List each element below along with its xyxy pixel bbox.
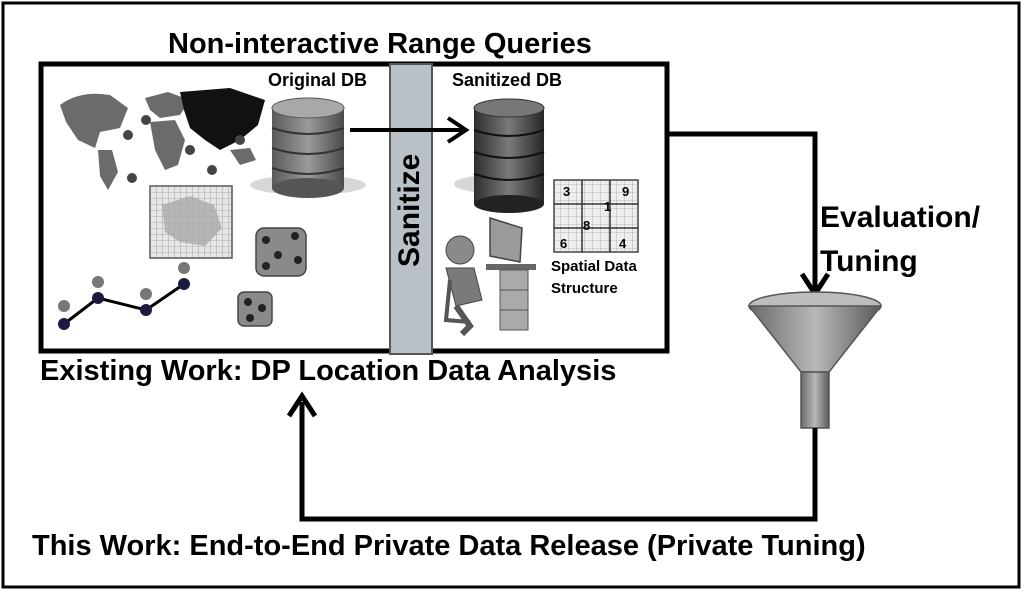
grid-number: 6 (560, 236, 568, 251)
grid-number: 4 (619, 236, 627, 251)
pin-cluster-small-icon (237, 291, 273, 327)
spatial-grid-icon (553, 179, 639, 253)
sanitized-db-icon (454, 98, 545, 213)
sanitize-bar (389, 63, 433, 355)
trajectory-icon (58, 262, 190, 330)
analyst-icon (443, 216, 536, 337)
grid-number: 9 (622, 184, 630, 199)
world-map-icon (60, 88, 265, 190)
sanitized-db-label: Sanitized DB (452, 70, 563, 90)
existing-work-label: Existing Work: DP Location Data Analysis (40, 355, 617, 387)
pin-cluster-icon (255, 227, 307, 277)
this-work-label: This Work: End-to-End Private Data Relea… (32, 530, 866, 562)
flow-arrow (350, 116, 470, 144)
grid-map-icon (149, 185, 233, 259)
original-db-icon (250, 97, 366, 198)
sanitize-label: Sanitize (393, 153, 426, 267)
funnel-icon (747, 291, 883, 429)
grid-number: 8 (583, 218, 591, 233)
evaluation-tuning-label: Evaluation/ Tuning (820, 201, 981, 278)
spatial-data-structure-label: Spatial Data Structure (551, 258, 637, 297)
evaluation-arrow (667, 131, 831, 299)
diagram-title: Non-interactive Range Queries (168, 28, 592, 60)
grid-number: 3 (563, 184, 571, 199)
existing-work-box (38, 61, 670, 354)
original-db-label: Original DB (268, 70, 368, 90)
feedback-arrow (286, 391, 818, 522)
grid-number: 1 (604, 199, 612, 214)
